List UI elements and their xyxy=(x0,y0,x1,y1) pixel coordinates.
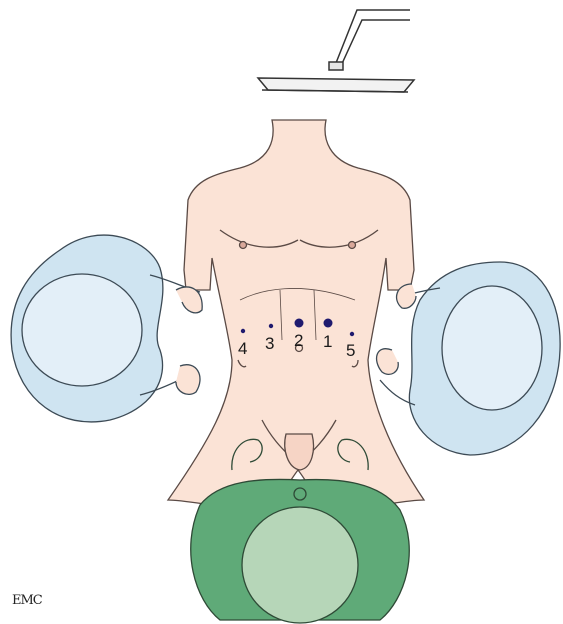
port-4-dot xyxy=(241,329,245,333)
port-3-label: 3 xyxy=(265,334,274,353)
port-2-label: 2 xyxy=(294,331,303,350)
patient-body xyxy=(168,120,424,509)
port-5-dot xyxy=(350,332,354,336)
port-3-dot xyxy=(269,324,273,328)
port-1-label: 1 xyxy=(323,332,332,351)
surgeon-cap xyxy=(242,507,358,623)
assistant-right-cap xyxy=(442,286,542,410)
assistant-left-cap xyxy=(22,274,142,386)
operating-lamp xyxy=(258,10,414,92)
credit-mark: EMC xyxy=(12,593,43,608)
port-1-dot xyxy=(324,319,333,328)
assistant-left xyxy=(11,235,202,422)
assistant-right xyxy=(377,262,561,455)
port-2-dot xyxy=(295,319,304,328)
port-5-label: 5 xyxy=(346,341,355,360)
port-4-label: 4 xyxy=(238,339,247,358)
